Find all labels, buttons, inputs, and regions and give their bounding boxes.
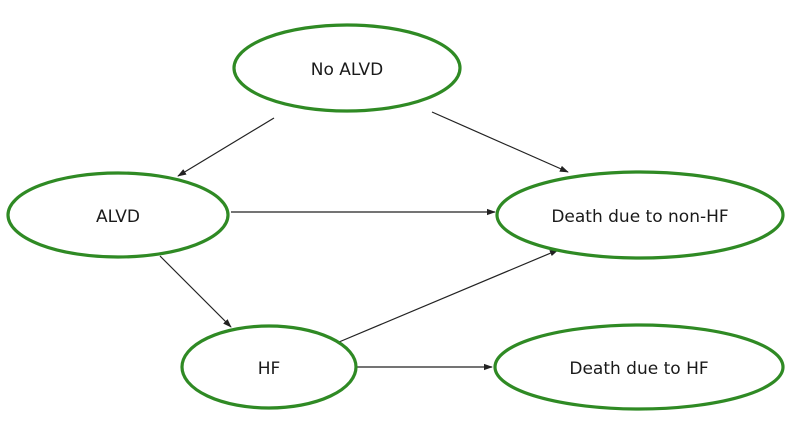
node-hf-label: HF <box>258 359 281 379</box>
node-death-hf: Death due to HF <box>493 323 785 411</box>
edges <box>159 111 569 371</box>
node-hf: HF <box>180 324 358 410</box>
node-alvd-label: ALVD <box>96 207 140 227</box>
node-death-hf-shape <box>493 323 785 411</box>
node-hf-shape <box>180 324 358 410</box>
node-death-non-hf-label: Death due to non-HF <box>551 207 728 227</box>
node-death-non-hf: Death due to non-HF <box>495 170 785 260</box>
node-alvd: ALVD <box>6 171 230 259</box>
node-no-alvd-shape <box>232 23 462 113</box>
edge-alvd-to-hf <box>159 255 232 328</box>
edge-no-alvd-to-death-non-hf <box>431 111 569 173</box>
node-no-alvd: No ALVD <box>232 23 462 113</box>
edge-no-alvd-to-alvd <box>177 117 275 177</box>
node-death-hf-label: Death due to HF <box>569 359 708 379</box>
node-death-non-hf-shape <box>495 170 785 260</box>
node-alvd-shape <box>6 171 230 259</box>
node-no-alvd-label: No ALVD <box>311 60 383 80</box>
edge-hf-to-death-non-hf <box>338 249 559 343</box>
